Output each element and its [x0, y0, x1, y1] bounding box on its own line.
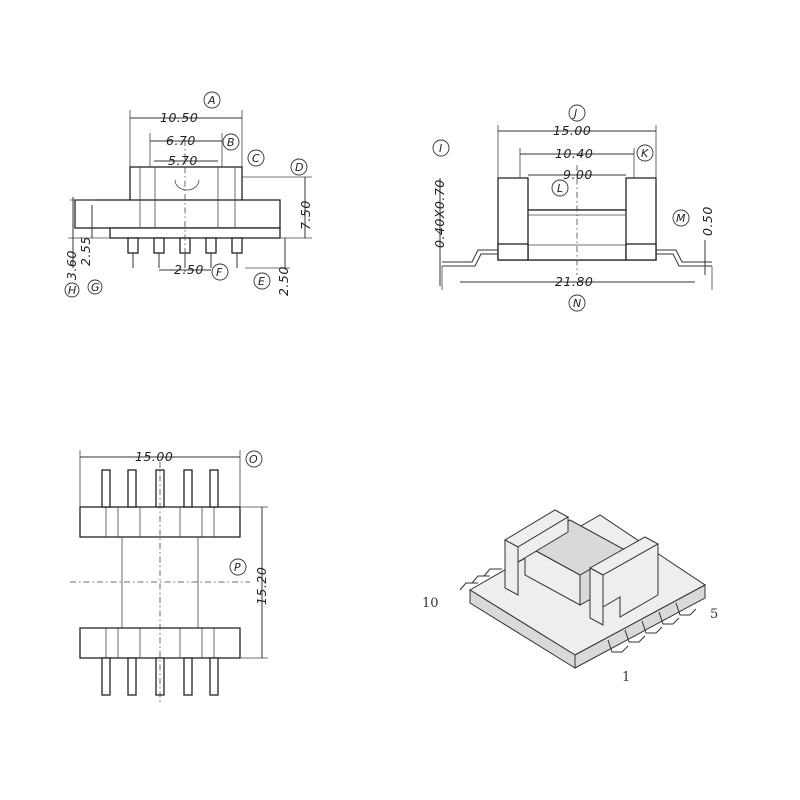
dim-f-tag: F [216, 266, 223, 279]
bottom-pins-bottom [101, 657, 219, 696]
dim-l-tag: L [557, 182, 563, 195]
dim-d-value: 7.50 [298, 200, 313, 230]
front-pins [127, 237, 243, 268]
side-view: 15.00 J 10.40 K 9.00 L 0.40X0.70 I 0.50 … [432, 104, 715, 312]
dim-e-value: 2.50 [276, 266, 291, 296]
dim-g-value: 2.55 [78, 236, 93, 266]
dim-n-tag: N [573, 297, 581, 310]
front-base-step [109, 227, 281, 239]
dim-m-value: 0.50 [700, 206, 715, 236]
dim-l-value: 9.00 [563, 167, 593, 182]
dim-b-tag: B [227, 136, 235, 149]
dim-k-value: 10.40 [555, 146, 593, 161]
front-view: 10.50 A 6.70 B 5.70 C 7.50 D 2.50 E 2.50… [64, 91, 313, 298]
iso-view: 10 5 1 [422, 509, 718, 685]
iso-pin-label-10: 10 [422, 596, 439, 611]
bottom-view: 15.00 O 15.20 P [70, 449, 269, 705]
side-left-lead [442, 249, 498, 263]
iso-pin-label-1: 1 [622, 670, 630, 685]
dim-b-value: 6.70 [166, 133, 196, 148]
iso-pin-label-5: 5 [710, 607, 718, 622]
dim-c-value: 5.70 [168, 153, 198, 168]
front-core-arc [174, 179, 200, 191]
dim-n-value: 21.80 [555, 274, 593, 289]
dim-c-tag: C [252, 152, 260, 165]
dim-p-tag: P [234, 561, 241, 574]
dim-j-value: 15.00 [553, 123, 591, 138]
dim-e-tag: E [258, 275, 265, 288]
dim-a-tag: A [207, 94, 216, 107]
dim-j-tag: J [572, 107, 577, 120]
side-right-lead [656, 249, 712, 263]
dim-o-tag: O [249, 453, 258, 466]
dim-i-value: 0.40X0.70 [432, 179, 447, 248]
dim-k-tag: K [641, 147, 649, 160]
dim-d-tag: D [295, 161, 303, 174]
iso-pins-front [607, 602, 697, 653]
dim-h-value: 3.60 [64, 250, 79, 280]
dim-p-value: 15.20 [254, 567, 269, 605]
iso-pins-back [459, 568, 502, 591]
dim-f-value: 2.50 [174, 262, 204, 277]
dim-o-value: 15.00 [135, 449, 173, 464]
front-base-flange [74, 199, 281, 229]
dim-m-tag: M [676, 212, 686, 225]
dim-g-tag: G [91, 281, 100, 294]
dim-i-tag: I [439, 142, 442, 155]
dim-h-tag: H [68, 284, 76, 297]
dim-a-value: 10.50 [160, 110, 198, 125]
